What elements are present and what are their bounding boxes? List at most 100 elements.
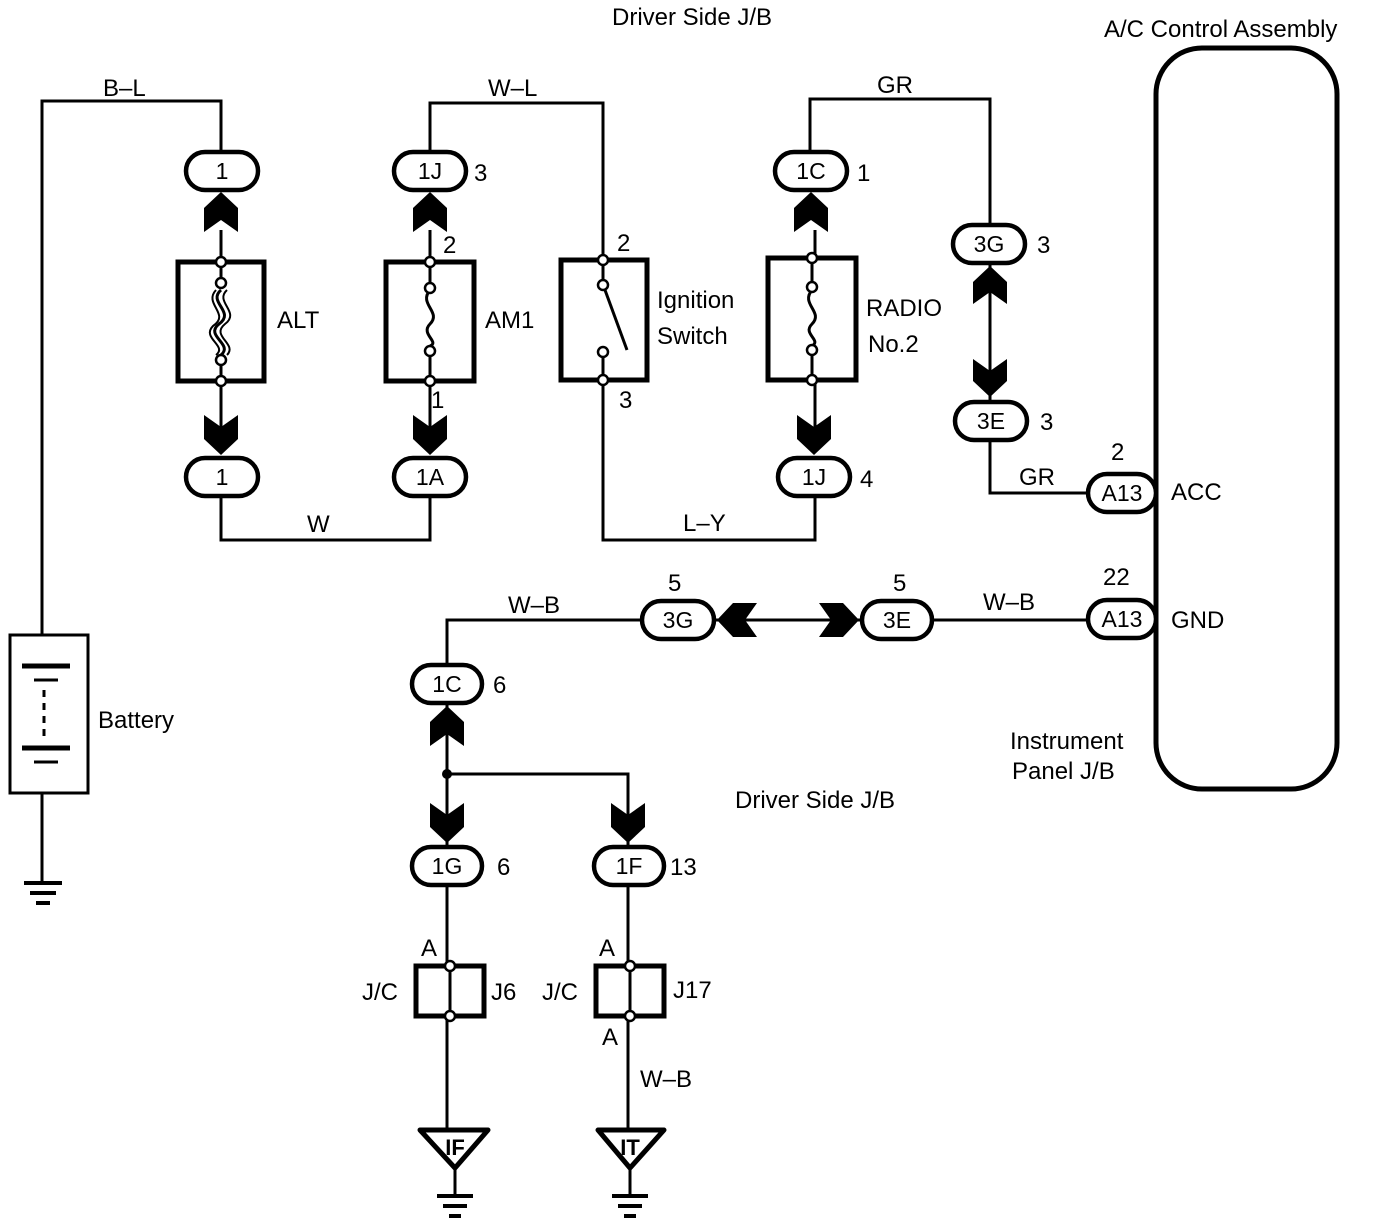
connector-3e-top [952, 399, 1030, 443]
arrow-up-icon [430, 706, 464, 746]
connector-1g-pin: 6 [497, 854, 510, 881]
connector-a13-acc [1085, 471, 1159, 515]
wire-label-gr-acc: GR [1019, 464, 1055, 491]
j6-pin-top: A [421, 935, 437, 962]
connector-3g-top-label: 3G [974, 231, 1005, 257]
ignition-label-line1: Ignition [657, 287, 734, 314]
j17-pin-top: A [599, 935, 615, 962]
junction-connector-j17 [593, 959, 667, 1023]
connector-1g-label: 1G [432, 853, 463, 879]
connector-3g-top-pin: 3 [1037, 232, 1050, 259]
connector-1c-top-pin: 1 [857, 160, 870, 187]
arrow-down-icon [973, 359, 1007, 397]
j17-label: J17 [673, 977, 712, 1004]
ac-control-assembly [1153, 45, 1340, 792]
ground-symbol-icon [612, 1194, 648, 1218]
terminal-gnd: GND [1171, 607, 1224, 634]
ground-it [595, 1127, 667, 1171]
connector-1c-top-label: 1C [796, 158, 825, 184]
connector-3e-mid-label: 3E [883, 607, 911, 633]
connector-1j-top-label: 1J [418, 158, 442, 184]
am1-pin-bottom: 1 [431, 387, 444, 414]
connector-1j-bottom-pin: 4 [860, 466, 873, 493]
am1-pin-top: 2 [443, 232, 456, 259]
ground-symbol-icon [437, 1194, 473, 1218]
connector-1c-mid [409, 662, 485, 706]
arrow-down-icon [204, 415, 238, 455]
ground-it-label: IT [620, 1135, 640, 1160]
connector-a13-gnd-pin: 22 [1103, 564, 1130, 591]
wire-label-wb-left: W–B [508, 592, 560, 619]
ground-symbol-icon [24, 881, 62, 905]
battery-label: Battery [98, 707, 174, 734]
connector-alt-bottom-label: 1 [216, 464, 229, 490]
arrow-markers [204, 192, 1007, 843]
wire-label-wl: W–L [488, 75, 537, 102]
arrow-up-icon [413, 192, 447, 232]
connector-1a-label: 1A [416, 464, 445, 490]
connector-1f [591, 844, 667, 888]
junction-dot [442, 769, 452, 779]
radio-label-line1: RADIO [866, 295, 942, 322]
heading-ac-control-assembly: A/C Control Assembly [1104, 16, 1337, 43]
connector-1j-bottom-label: 1J [802, 464, 826, 490]
jc-right-label: J/C [542, 979, 578, 1006]
junction-connector-j6 [413, 959, 487, 1023]
connector-1j-top-pin: 3 [474, 160, 487, 187]
j17-pin-bottom: A [602, 1024, 618, 1051]
heading-instrument-panel-line1: Instrument [1010, 728, 1124, 755]
jc-left-label: J/C [362, 979, 398, 1006]
wire-label-wb-right: W–B [983, 589, 1035, 616]
connector-a13-gnd [1085, 597, 1159, 641]
connector-1f-pin: 13 [670, 854, 697, 881]
connector-1j-bottom [775, 455, 853, 499]
connector-3e-top-label: 3E [977, 408, 1005, 434]
wire-label-wb-bottom: W–B [640, 1066, 692, 1093]
alt-fuse [175, 255, 267, 388]
connector-1a [391, 455, 469, 499]
battery [8, 633, 90, 795]
connector-1c-mid-label: 1C [432, 671, 461, 697]
j6-label: J6 [491, 979, 516, 1006]
connector-3e-mid-pin: 5 [893, 570, 906, 597]
connector-1c-mid-pin: 6 [493, 672, 506, 699]
terminal-acc: ACC [1171, 479, 1222, 506]
arrow-up-icon [973, 266, 1007, 304]
am1-fuse [383, 255, 477, 388]
wire-label-gr-top: GR [877, 72, 913, 99]
connector-3g-mid [639, 598, 717, 642]
connector-1c-top [772, 149, 850, 193]
connector-3g-top [950, 222, 1028, 266]
connector-3e-top-pin: 3 [1040, 409, 1053, 436]
radio-no2-fuse [765, 251, 859, 387]
connector-3e-mid [859, 598, 935, 642]
connector-3g-mid-label: 3G [663, 607, 694, 633]
heading-driver-side-jb-top: Driver Side J/B [612, 4, 772, 31]
arrow-up-icon [204, 192, 238, 232]
ignition-pin-top: 2 [617, 230, 630, 257]
wire-label-w: W [307, 511, 330, 538]
connector-1g [409, 844, 485, 888]
radio-label-line2: No.2 [868, 331, 919, 358]
heading-driver-side-jb-bottom: Driver Side J/B [735, 787, 895, 814]
arrow-down-icon [430, 803, 464, 843]
arrow-down-icon [797, 415, 831, 455]
am1-label: AM1 [485, 307, 534, 334]
connector-alt-bottom [183, 455, 261, 499]
connector-a13-gnd-label: A13 [1102, 606, 1143, 632]
ground-if-label: IF [445, 1135, 465, 1160]
arrow-up-icon [794, 192, 828, 232]
connector-alt-top [183, 149, 261, 193]
ground-if [417, 1127, 491, 1171]
arrow-down-icon [413, 415, 447, 455]
wire-label-ly: L–Y [683, 510, 726, 537]
connector-a13-acc-pin: 2 [1111, 439, 1124, 466]
arrow-down-icon [611, 803, 645, 843]
arrow-left-icon [717, 603, 757, 637]
heading-instrument-panel-line2: Panel J/B [1012, 758, 1115, 785]
connector-alt-top-label: 1 [216, 158, 229, 184]
connector-1j-top [391, 149, 469, 193]
connector-1f-label: 1F [616, 853, 643, 879]
ignition-label-line2: Switch [657, 323, 728, 350]
